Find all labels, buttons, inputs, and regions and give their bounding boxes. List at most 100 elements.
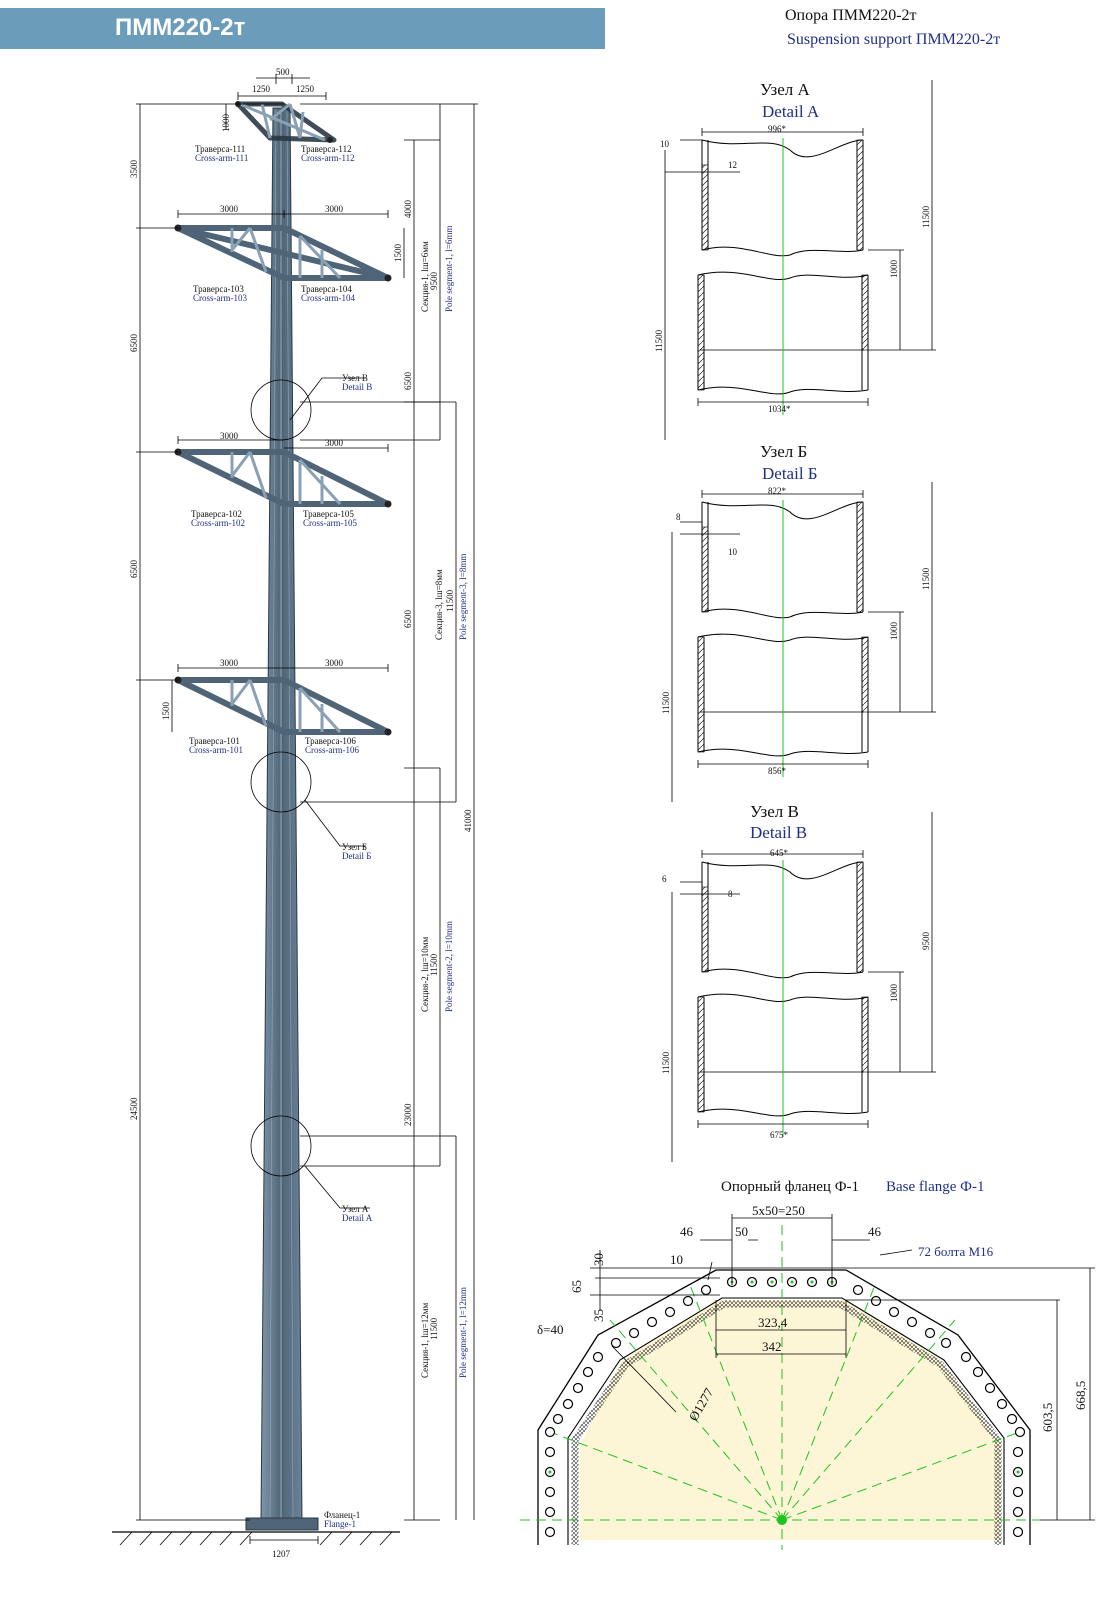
flange-d603: 603,5 <box>1040 1403 1055 1432</box>
flange-d342: 342 <box>762 1339 782 1354</box>
dim-1207: 1207 <box>272 1549 291 1559</box>
detail-v-title-en: Detail B <box>750 823 807 842</box>
base-flange <box>520 1214 1095 1550</box>
bolt-centers <box>548 1280 1020 1474</box>
detail-be-ref-ru: Узел Б <box>342 842 367 852</box>
dim-3000-2b: 3000 <box>325 438 344 448</box>
detail-a-top: 996* <box>768 124 787 134</box>
pole-dimensions <box>136 74 478 1544</box>
flange-d668: 668,5 <box>1073 1381 1088 1410</box>
flange-delta: δ=40 <box>537 1322 563 1337</box>
crossarm-105-ru: Траверса-105 <box>303 509 354 519</box>
flange-bolts: 72 болта М16 <box>918 1244 994 1259</box>
flange-d50: 50 <box>735 1224 748 1239</box>
crossarm-104-en: Cross-arm-104 <box>301 293 355 303</box>
detail-be-t2: 10 <box>728 547 738 557</box>
badge-title: ПММ220-2т <box>115 14 246 41</box>
crossarm-top <box>235 101 337 143</box>
flange-d35: 35 <box>591 1309 606 1322</box>
flange-label-en: Flange-1 <box>324 1519 356 1529</box>
title-ru: Опора ПММ220-2т <box>785 7 917 24</box>
title-en: Suspension support ПММ220-2т <box>787 31 1000 48</box>
detail-a: Узел А Detail A <box>664 80 936 440</box>
detail-a-overlap: 1000 <box>889 260 899 279</box>
detail-be-title-en: Detail Б <box>762 464 818 483</box>
detail-v-title-ru: Узел В <box>750 802 799 821</box>
dim-left-6500a: 6500 <box>129 334 139 353</box>
section-2-en: Pole segment-2, l=10mm <box>444 921 454 1012</box>
dim-41000: 41000 <box>463 809 473 832</box>
dim-1250b: 1250 <box>296 84 315 94</box>
crossarm-112-en: Cross-arm-112 <box>301 153 355 163</box>
crossarm-105-en: Cross-arm-105 <box>303 518 357 528</box>
detail-v-left: 11500 <box>661 1051 671 1074</box>
dim-left-24500: 24500 <box>129 1097 139 1120</box>
flange-d30: 30 <box>591 1253 606 1266</box>
crossarm-103-en: Cross-arm-103 <box>193 293 247 303</box>
pole-elevation <box>112 101 400 1546</box>
detail-a-t2: 12 <box>728 160 737 170</box>
flange-d65: 65 <box>569 1280 584 1293</box>
detail-be-t1: 8 <box>676 512 681 522</box>
detail-a-outer: 11500 <box>921 205 931 228</box>
dim-23000: 23000 <box>403 1103 413 1126</box>
detail-v-bottom: 675* <box>770 1130 789 1140</box>
detail-b-ref-ru: Узел В <box>342 373 368 383</box>
detail-be-title-ru: Узел Б <box>760 442 807 461</box>
flange-d46b: 46 <box>868 1224 882 1239</box>
crossarm-112-ru: Траверса-112 <box>301 144 352 154</box>
dim-3000-1a: 3000 <box>220 204 239 214</box>
detail-be-dims: Узел Б Detail Б 822* 856* 8 10 11500 100… <box>661 442 931 776</box>
detail-a-ref-ru: Узел А <box>342 1204 369 1214</box>
flange-d46a: 46 <box>680 1224 694 1239</box>
crossarm-111-en: Cross-arm-111 <box>195 153 248 163</box>
flange-bolt-pitch: 5x50=250 <box>752 1203 805 1218</box>
detail-be <box>671 482 936 802</box>
detail-be-marker <box>250 751 312 813</box>
detail-be-bottom: 856* <box>768 766 787 776</box>
dim-left-6500b: 6500 <box>129 560 139 579</box>
flange-d10: 10 <box>670 1252 683 1267</box>
detail-a-t1: 10 <box>660 139 670 149</box>
dim-11500b: 11500 <box>429 953 439 976</box>
section-1-en: Pole segment-1, l=6mm <box>444 226 454 312</box>
detail-be-outer: 11500 <box>921 567 931 590</box>
detail-v-overlap: 1000 <box>889 984 899 1003</box>
crossarm-106-en: Cross-arm-106 <box>305 745 359 755</box>
dim-6500a: 6500 <box>403 372 413 391</box>
section-3-ru: Секция-3, lш=8мм <box>434 569 444 640</box>
detail-a-title-ru: Узел А <box>760 80 811 99</box>
section-3-en: Pole segment-3, l=8mm <box>458 554 468 640</box>
dim-500: 500 <box>276 67 290 77</box>
dim-3000-3b: 3000 <box>325 658 344 668</box>
crossarm-103-ru: Траверса-103 <box>193 284 244 294</box>
detail-v-outer: 9500 <box>921 932 931 951</box>
dim-1500-arm2: 1500 <box>161 702 171 721</box>
detail-a-title-en: Detail A <box>762 102 820 121</box>
detail-v <box>671 812 936 1162</box>
detail-be-overlap: 1000 <box>889 622 899 641</box>
dim-4000: 4000 <box>403 200 413 219</box>
crossarm-101-106 <box>174 676 392 736</box>
detail-a-marker <box>250 1115 312 1177</box>
detail-v-dims: Узел В Detail B 645* 675* 6 8 9500 1000 … <box>661 802 931 1140</box>
section-2-ru: Секция-2, lш=10мм <box>420 937 430 1012</box>
detail-be-top: 822* <box>768 486 787 496</box>
details-group: Узел А Detail A 996* 1034* 10 12 <box>654 80 936 1162</box>
crossarm-103-104 <box>174 224 392 282</box>
detail-v-top: 645* <box>770 848 789 858</box>
dim-11500a: 11500 <box>445 589 455 612</box>
title-banner: ПММ220-2т <box>0 8 605 49</box>
dim-1000-top: 1000 <box>221 114 231 133</box>
flange-title-en: Base flange Ф-1 <box>886 1179 984 1195</box>
dim-3000-1b: 3000 <box>325 204 344 214</box>
dim-6500b: 6500 <box>403 610 413 629</box>
section-1b-ru: Секция-1, lш=12мм <box>420 1303 430 1378</box>
crossarm-104-ru: Траверса-104 <box>301 284 352 294</box>
detail-a-dims: 996* 1034* 10 12 11500 1000 11500 <box>654 124 931 414</box>
flange-label-ru: Фланец-1 <box>324 1510 360 1520</box>
dim-left-3500: 3500 <box>129 160 139 179</box>
dim-1250a: 1250 <box>252 84 271 94</box>
detail-be-left: 11500 <box>661 691 671 714</box>
